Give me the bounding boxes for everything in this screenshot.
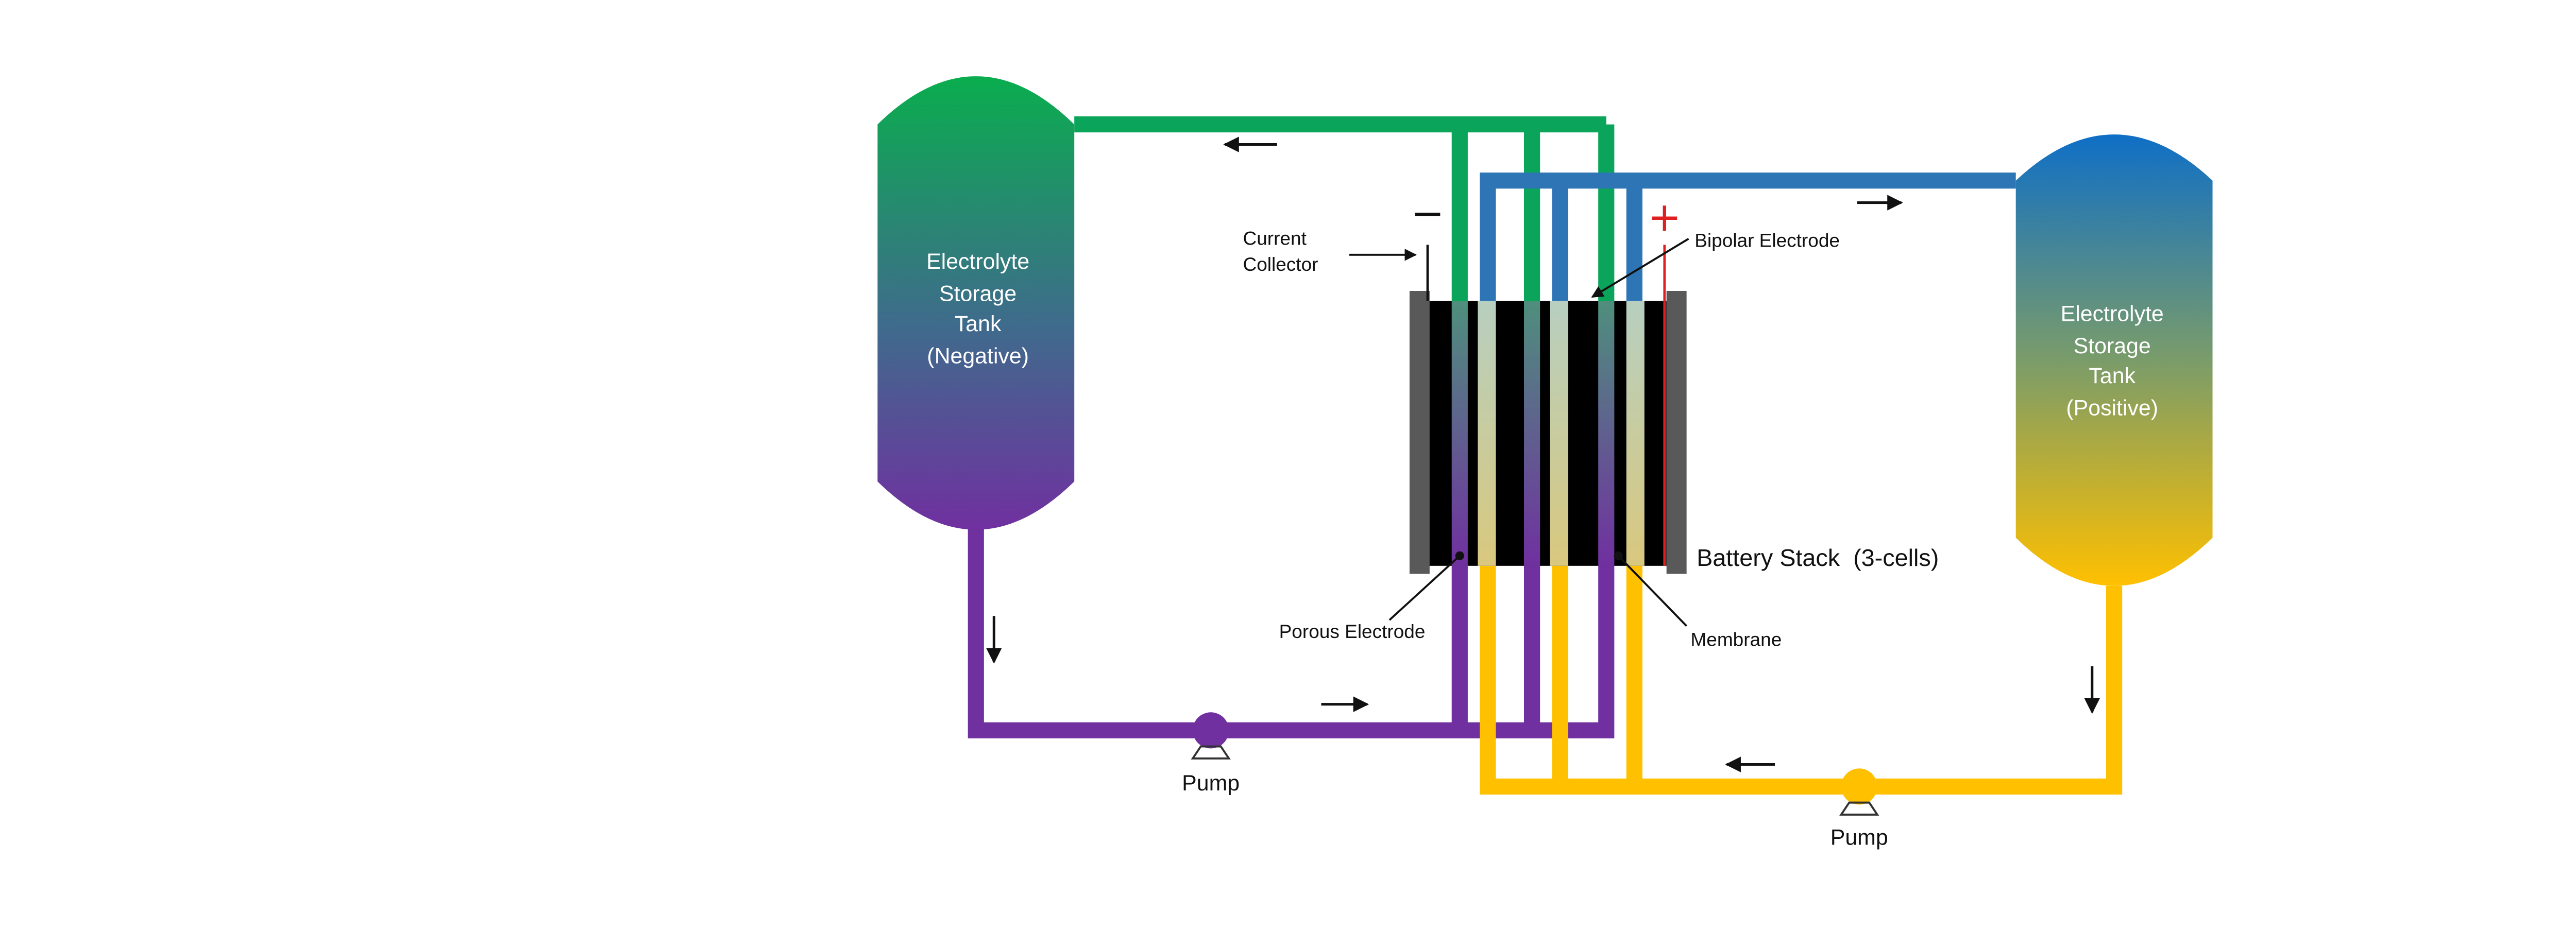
negative-tank-label-line1: Electrolyte xyxy=(926,249,1029,274)
negative-tank-body xyxy=(877,76,1075,530)
positive-return-pipes xyxy=(1480,173,2016,301)
positive-tank-label-line2: Storage xyxy=(2074,334,2151,358)
bipolar-electrode-pointer xyxy=(1591,238,1689,298)
battery-stack-label: Battery Stack (3-cells) xyxy=(1697,544,1939,571)
positive-channel-1 xyxy=(1478,301,1496,566)
porous-electrode-marker xyxy=(1455,551,1464,560)
positive-tank-label-line4: (Positive) xyxy=(2066,396,2158,421)
negative-tank-label-line2: Storage xyxy=(939,281,1016,306)
positive-pump-body xyxy=(1841,768,1877,805)
negative-pump xyxy=(1191,712,1231,760)
positive-tank-label-line3: Tank xyxy=(2089,364,2136,388)
positive-current-collector xyxy=(1666,291,1687,574)
positive-pump-label: Pump xyxy=(1831,825,1888,850)
negative-return-pipes xyxy=(1074,116,1615,301)
negative-storage-tank xyxy=(877,76,1075,530)
membrane-pointer xyxy=(1617,555,1688,627)
positive-pump-base xyxy=(1839,801,1879,816)
negative-polarity-symbol: − xyxy=(1411,190,1444,236)
current-collector-label-line1: Current xyxy=(1243,227,1307,249)
positive-tank-label-line1: Electrolyte xyxy=(2061,301,2164,326)
negative-pump-label: Pump xyxy=(1182,771,1240,796)
positive-channel-2 xyxy=(1550,301,1568,566)
porous-electrode-pointer xyxy=(1388,555,1461,621)
positive-pump xyxy=(1839,768,1879,816)
membrane-marker xyxy=(1614,551,1623,560)
positive-tank-body xyxy=(2015,134,2213,586)
negative-channel-3 xyxy=(1598,301,1615,566)
negative-tank-label-line4: (Negative) xyxy=(927,343,1029,368)
positive-supply-pipes xyxy=(1480,565,2123,795)
negative-current-collector xyxy=(1409,291,1430,574)
positive-polarity-symbol: + xyxy=(1648,194,1681,240)
negative-supply-pipes xyxy=(968,525,1615,738)
positive-tank-label: Electrolyte Storage Tank (Positive) xyxy=(2061,301,2164,420)
positive-storage-tank xyxy=(2015,134,2213,586)
negative-tank-label: Electrolyte Storage Tank (Negative) xyxy=(926,249,1029,368)
current-collector-label-line2: Collector xyxy=(1243,253,1318,275)
battery-stack xyxy=(1409,245,1687,574)
positive-channel-3 xyxy=(1626,301,1645,566)
leader-lines xyxy=(1349,238,1689,627)
flow-arrows xyxy=(986,136,2100,772)
negative-pump-body xyxy=(1193,712,1229,749)
negative-channel-1 xyxy=(1451,301,1468,566)
negative-tank-label-line3: Tank xyxy=(955,312,1002,336)
membrane-label: Membrane xyxy=(1690,629,1782,650)
negative-pump-base xyxy=(1191,745,1231,760)
porous-electrode-label: Porous Electrode xyxy=(1279,620,1426,642)
negative-channel-2 xyxy=(1524,301,1540,566)
bipolar-electrode-label: Bipolar Electrode xyxy=(1694,229,1840,251)
